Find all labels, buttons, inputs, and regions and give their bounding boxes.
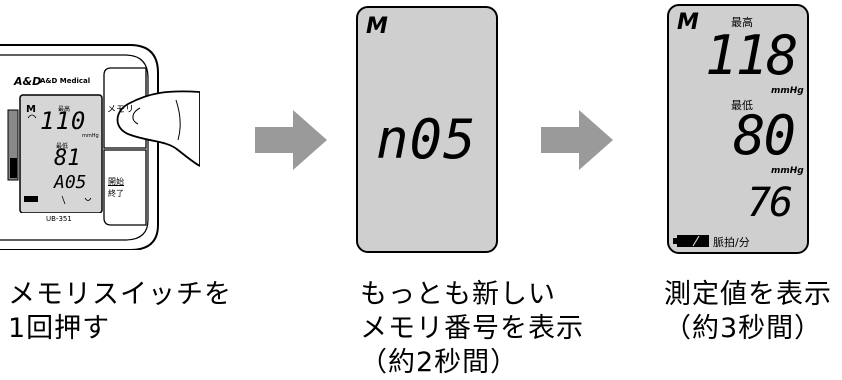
arrow-right-icon [255, 110, 327, 170]
lcd-dia-value: 81 [54, 146, 81, 171]
step2-caption-line3: （約2秒間） [360, 347, 519, 378]
sys-value: 118 [705, 24, 799, 87]
arrow-right-icon [541, 110, 613, 170]
memory-number: n05 [376, 108, 477, 171]
lcd-sys-value: 110 [40, 107, 87, 135]
memory-icon: M [366, 14, 388, 39]
dia-unit: mmHg [771, 166, 804, 176]
step1-caption-line2: 1回押す [8, 313, 111, 344]
lcd-third-value: A05 [54, 172, 87, 193]
brand-logo: A&D [14, 75, 42, 88]
step1-caption-line1: メモリスイッチを [8, 279, 232, 310]
model-label: UB-351 [46, 215, 72, 223]
brand-name: A&D Medical [40, 77, 91, 85]
svg-text:M: M [26, 104, 36, 115]
pulse-value: 76 [747, 180, 793, 226]
start-stop-label-top: 開始 [108, 177, 124, 186]
device-illustration: M A&D A&D Medical 最高 110 mmHg 最低 81 A05 … [0, 0, 201, 251]
start-stop-label-bottom: 終了 [108, 189, 124, 198]
step2-caption: もっとも新しい メモリ番号を表示 （約2秒間） [360, 278, 584, 380]
lcd-unit: mmHg [82, 133, 99, 139]
step1-caption: メモリスイッチを 1回押す [8, 278, 232, 346]
lcd-panel-memory-number: M n05 [356, 6, 498, 253]
step3-caption-line2: （約3秒間） [664, 313, 823, 344]
step3-caption: 測定値を表示 （約3秒間） [664, 278, 832, 346]
memory-button-label: メモリ [107, 105, 135, 115]
memory-icon: M [677, 10, 699, 35]
lcd-dia-label: 最低 [56, 143, 69, 150]
battery-icon [673, 235, 709, 247]
sys-label: 最高 [731, 16, 753, 29]
memory-button[interactable]: メモリ [104, 68, 146, 148]
lcd-sys-label: 最高 [58, 106, 71, 113]
sys-unit: mmHg [771, 86, 804, 96]
step2-caption-line2: メモリ番号を表示 [360, 313, 584, 344]
pulse-label: 脈拍/分 [713, 236, 750, 249]
lcd-panel-measurement: M 最高 118 mmHg 最低 80 mmHg 76 脈拍/分 [667, 4, 809, 254]
start-stop-button[interactable]: 開始 終了 [104, 150, 146, 225]
device-drawing: M [0, 44, 201, 251]
dia-value: 80 [733, 104, 796, 167]
step2-caption-line1: もっとも新しい [360, 279, 556, 310]
dia-label: 最低 [731, 99, 753, 112]
step3-caption-line1: 測定値を表示 [664, 279, 832, 310]
